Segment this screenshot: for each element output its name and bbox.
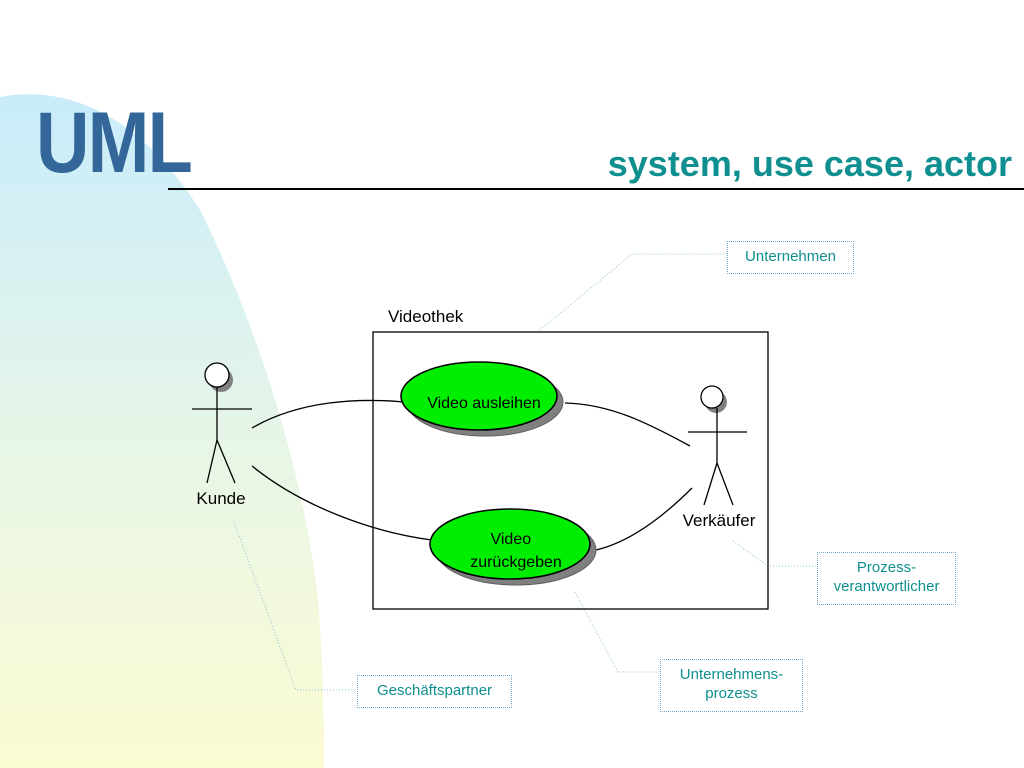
actor-figure-icon (688, 385, 747, 506)
actor-label: Kunde (196, 489, 245, 508)
note-line: Prozess- (856, 559, 917, 576)
association-verkaeufer-zurueckgeben (595, 487, 693, 551)
use-case-ellipse (400, 361, 558, 431)
actor-verkaeufer[interactable]: Verkäufer (683, 385, 756, 530)
actor-kunde[interactable]: Kunde (192, 362, 252, 508)
use-case-label-line: zurückgeben (470, 554, 562, 571)
actor-figure-icon (192, 362, 252, 484)
use-case-label-line: Video ausleihen (427, 395, 541, 412)
page-title: UML (36, 95, 193, 191)
note-geschaeftspartner: Geschäftspartner (357, 675, 512, 708)
note-unternehmensprozess: Unternehmens- prozess (660, 659, 803, 712)
background-blob (0, 94, 324, 768)
note-line: prozess (705, 685, 758, 702)
title-divider (168, 188, 1024, 190)
use-case-ellipse (429, 508, 591, 580)
note-line: Geschäftspartner (376, 682, 493, 699)
use-case-label: Video zurückgeben (470, 531, 562, 571)
connector-geschaeftspartner (233, 521, 358, 691)
association-verkaeufer-ausleihen (564, 402, 691, 447)
actor-label: Verkäufer (683, 511, 756, 530)
connector-unternehmensprozess (574, 591, 660, 673)
connector-unternehmen (539, 253, 728, 331)
system-label: Videothek (388, 307, 464, 326)
system-boundary[interactable] (372, 331, 769, 610)
note-unternehmen: Unternehmen (727, 241, 854, 274)
page-subtitle: system, use case, actor (607, 143, 1012, 184)
note-line: verantwortlicher (833, 578, 940, 595)
use-case-label: Video ausleihen (427, 395, 541, 412)
use-case-video-zurueckgeben[interactable]: Video zurückgeben (429, 508, 597, 586)
use-case-video-ausleihen[interactable]: Video ausleihen (400, 361, 564, 437)
association-kunde-ausleihen (251, 399, 405, 429)
note-prozessverantwortlicher: Prozess- verantwortlicher (817, 552, 956, 605)
note-connectors (233, 253, 818, 691)
association-kunde-zurueckgeben (251, 465, 433, 541)
associations (251, 399, 693, 551)
connector-prozessverantwortlicher (732, 540, 818, 567)
note-line: Unternehmens- (679, 666, 784, 683)
use-case-label-line: Video (490, 531, 531, 548)
note-line: Unternehmen (745, 248, 836, 265)
